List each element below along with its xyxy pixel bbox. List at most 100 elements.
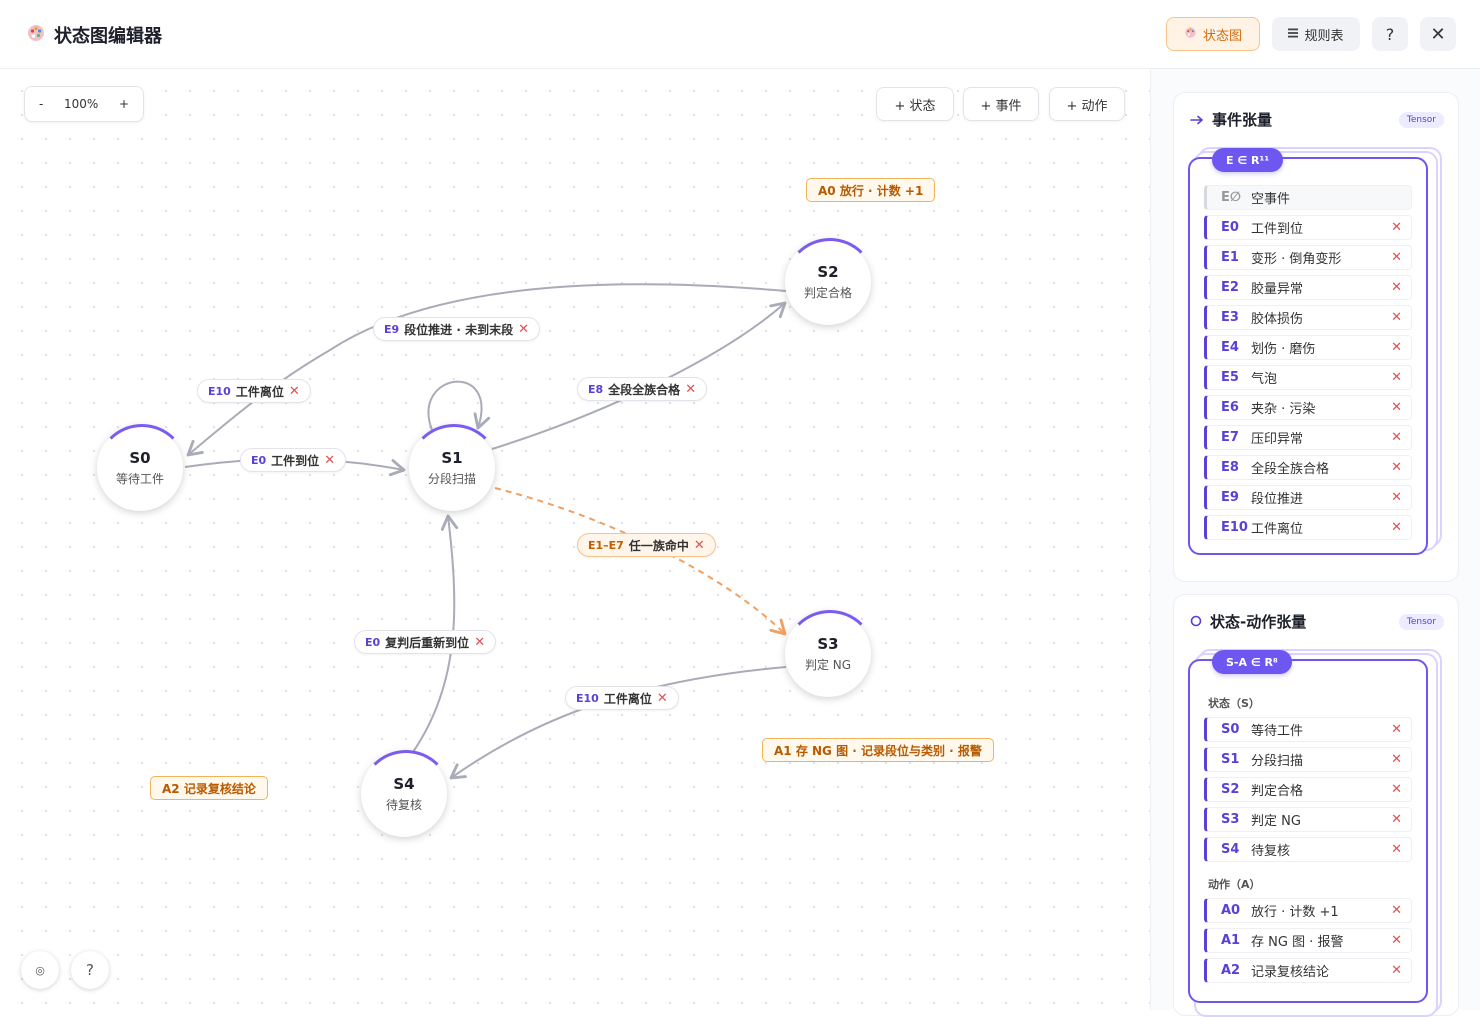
edge-event-text: 工件到位 xyxy=(271,453,320,468)
event-tensor-title-text: 事件张量 xyxy=(1212,111,1273,129)
row-text: 记录复核结论 xyxy=(1251,965,1330,980)
row-id: E10 xyxy=(1221,520,1248,535)
remove-icon[interactable]: ✕ xyxy=(324,452,336,468)
state-name: 等待工件 xyxy=(115,472,164,486)
canvas-help-button[interactable]: ? xyxy=(71,951,109,989)
row-id: E1 xyxy=(1221,250,1239,265)
remove-icon[interactable]: ✕ xyxy=(1391,842,1402,857)
row-text: 空事件 xyxy=(1251,192,1291,207)
tab-rules-table-label: 规则表 xyxy=(1304,28,1344,44)
edge-event-text: 工件离位 xyxy=(603,691,652,706)
close-button[interactable]: ✕ xyxy=(1420,17,1456,51)
remove-icon[interactable]: ✕ xyxy=(1391,370,1402,385)
remove-icon[interactable]: ✕ xyxy=(518,321,529,337)
remove-icon[interactable]: ✕ xyxy=(1391,400,1402,415)
state-node-s3[interactable]: S3 判定 NG xyxy=(784,610,876,697)
row-text: 存 NG 图 · 报警 xyxy=(1251,935,1344,950)
remove-icon[interactable]: ✕ xyxy=(1391,310,1402,325)
row-text: 判定合格 xyxy=(1251,784,1304,799)
edge-label-s1-s2[interactable]: E8 全段全族合格 ✕ xyxy=(577,377,708,401)
row-text: 夹杂 · 污染 xyxy=(1251,402,1316,417)
diagram-canvas[interactable] xyxy=(0,69,1150,1010)
remove-icon[interactable]: ✕ xyxy=(1391,490,1402,505)
state-node-s1[interactable]: S1 分段扫描 xyxy=(408,424,500,511)
remove-icon[interactable]: ✕ xyxy=(1391,933,1402,948)
remove-icon[interactable]: ✕ xyxy=(1391,430,1402,445)
remove-icon[interactable]: ✕ xyxy=(1391,250,1402,265)
zoom-out-button[interactable]: - xyxy=(39,97,44,111)
help-button[interactable]: ? xyxy=(1372,17,1408,51)
tab-rules-table[interactable]: 规则表 xyxy=(1272,17,1360,51)
tensor-badge: Tensor xyxy=(1398,614,1444,630)
row-id: E∅ xyxy=(1221,190,1242,205)
edge-label-s3-s4[interactable]: E10 工件离位 ✕ xyxy=(565,686,679,710)
row-text: 工件到位 xyxy=(1251,222,1304,237)
edge-label-s2-s0[interactable]: E10 工件离位 ✕ xyxy=(197,379,311,403)
sa-tensor-title: 状态-动作张量 xyxy=(1190,611,1306,632)
remove-icon[interactable]: ✕ xyxy=(656,690,668,706)
state-node-s0[interactable]: S0 等待工件 xyxy=(96,424,188,511)
remove-icon[interactable]: ✕ xyxy=(1391,280,1402,295)
add-event-button[interactable]: + 事件 xyxy=(963,87,1039,121)
add-action-button[interactable]: + 动作 xyxy=(1049,87,1125,121)
remove-icon[interactable]: ✕ xyxy=(1391,812,1402,827)
row-text: 胶量异常 xyxy=(1251,282,1304,297)
action-label-a2[interactable]: A2 记录复核结论 xyxy=(150,776,268,800)
row-id: S4 xyxy=(1221,842,1240,857)
remove-icon[interactable]: ✕ xyxy=(1391,752,1402,767)
edge-label-s0-s1[interactable]: E0 工件到位 ✕ xyxy=(240,448,347,472)
remove-icon[interactable]: ✕ xyxy=(1391,903,1402,918)
remove-icon[interactable]: ✕ xyxy=(1391,220,1402,235)
zoom-in-button[interactable]: + xyxy=(118,97,129,111)
edge-event-id: E9 xyxy=(384,322,400,336)
remove-icon[interactable]: ✕ xyxy=(288,383,300,399)
action-label-a0[interactable]: A0 放行 · 计数 +1 xyxy=(806,178,936,202)
event-tensor-tag: E ∈ R¹¹ xyxy=(1212,148,1284,172)
edge-label-s1-s3[interactable]: E1–E7 任一族命中 ✕ xyxy=(577,533,716,557)
edge-s2-s0 xyxy=(186,283,787,457)
edge-label-s1-loop[interactable]: E9 段位推进 · 未到末段 ✕ xyxy=(373,317,540,341)
remove-icon[interactable]: ✕ xyxy=(1391,722,1402,737)
state-node-s2[interactable]: S2 判定合格 xyxy=(784,238,876,325)
remove-icon[interactable]: ✕ xyxy=(1391,963,1402,978)
recenter-button[interactable]: ◎ xyxy=(21,951,59,989)
state-node-s4[interactable]: S4 待复核 xyxy=(360,750,452,837)
remove-icon[interactable]: ✕ xyxy=(685,381,697,397)
edge-s1-s3 xyxy=(494,487,787,636)
state-id: S4 xyxy=(393,775,415,793)
remove-icon[interactable]: ✕ xyxy=(693,537,705,553)
tab-state-diagram[interactable]: 状态图 xyxy=(1166,17,1260,51)
edge-event-id: E10 xyxy=(576,691,599,705)
remove-icon[interactable]: ✕ xyxy=(1391,460,1402,475)
remove-icon[interactable]: ✕ xyxy=(1391,520,1402,535)
action-label-a1[interactable]: A1 存 NG 图 · 记录段位与类别 · 报警 xyxy=(762,738,994,762)
remove-icon[interactable]: ✕ xyxy=(474,634,486,650)
remove-icon[interactable]: ✕ xyxy=(1391,782,1402,797)
row-id: A0 xyxy=(1221,903,1241,918)
edge-label-s4-s1[interactable]: E0 复判后重新到位 ✕ xyxy=(354,630,497,654)
remove-icon[interactable]: ✕ xyxy=(1391,340,1402,355)
add-state-button[interactable]: + 状态 xyxy=(876,87,954,121)
edge-event-id: E0 xyxy=(365,635,381,649)
target-icon: ◎ xyxy=(35,963,45,977)
